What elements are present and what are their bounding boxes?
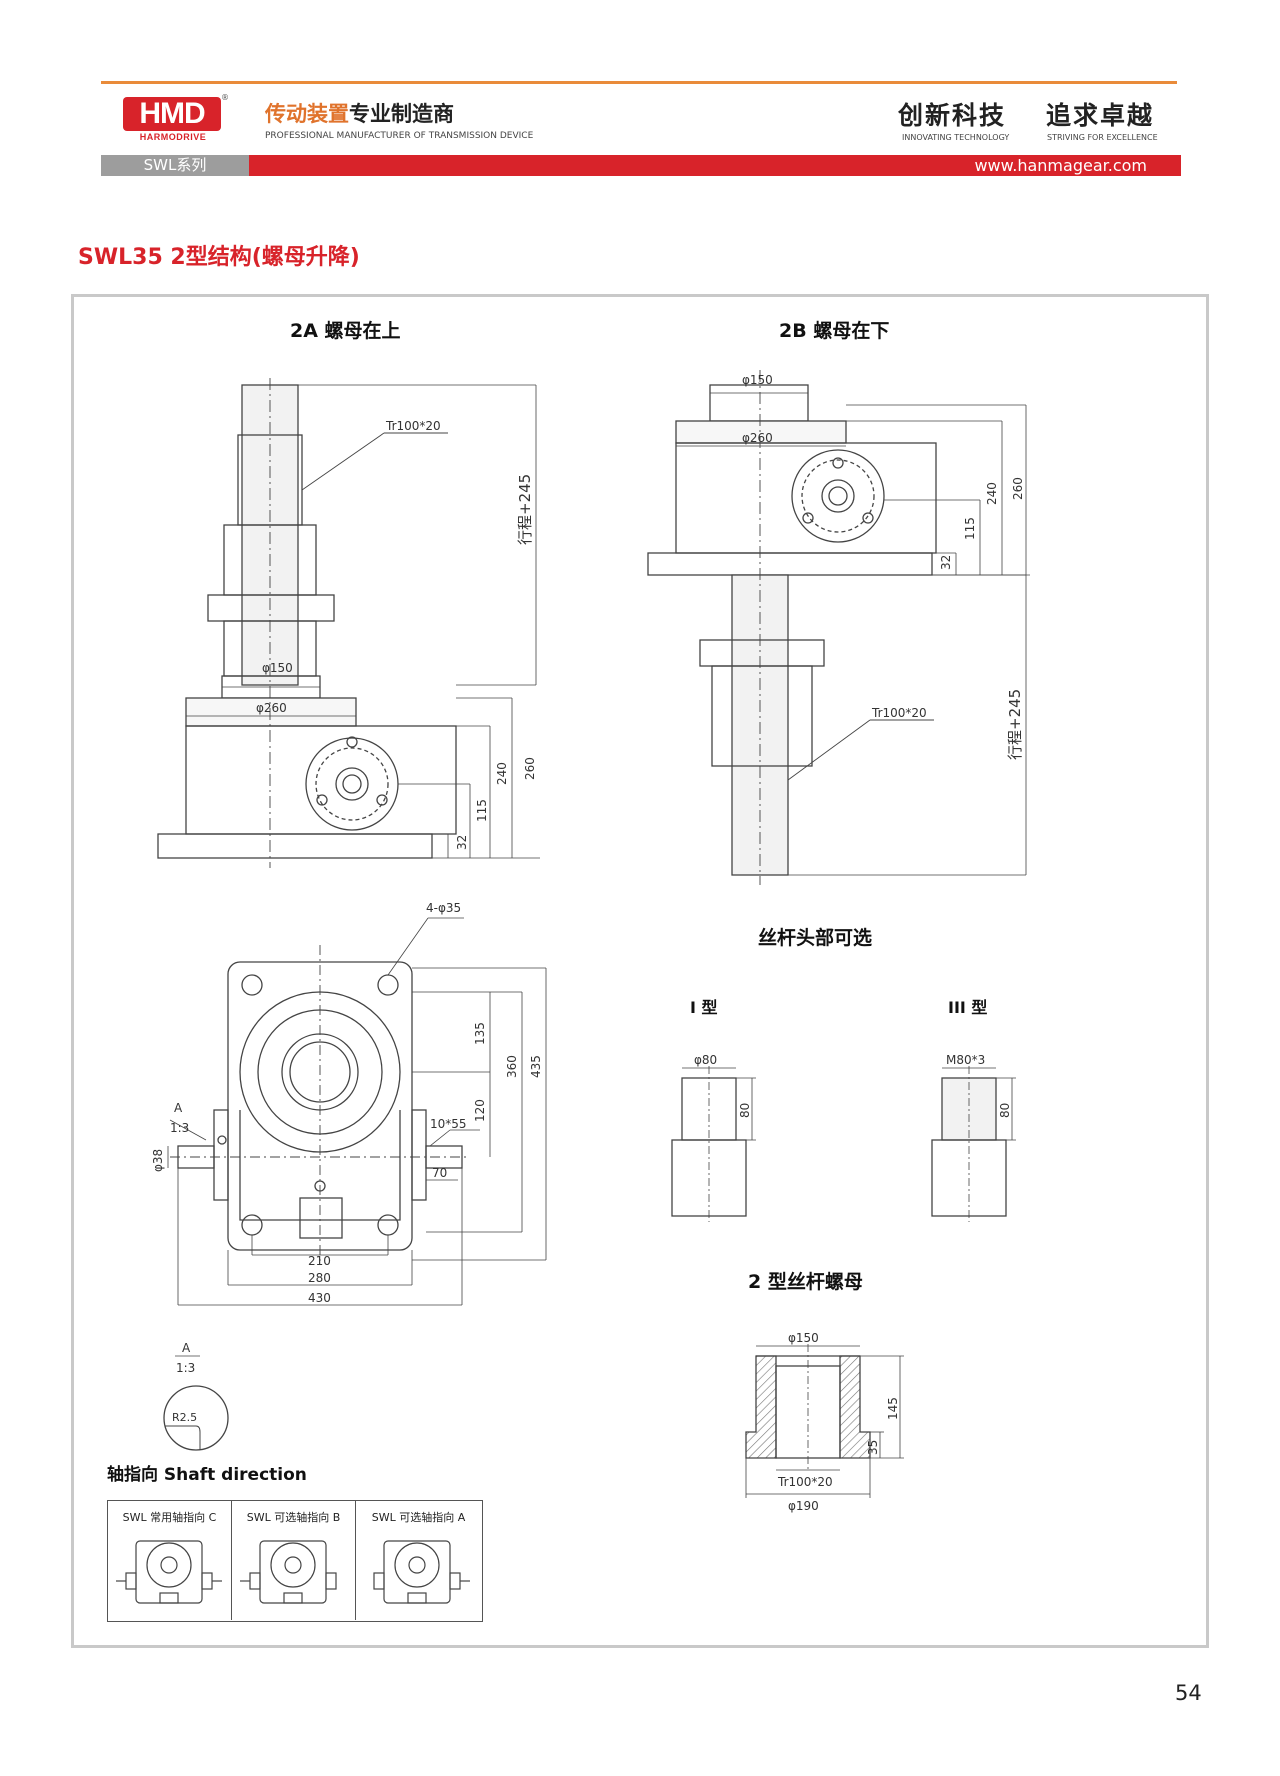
dim-key: 10*55 xyxy=(430,1117,467,1131)
motto-excellence: 追求卓越 xyxy=(1046,101,1155,130)
view-2b xyxy=(647,370,1030,885)
dim-top-a: A xyxy=(174,1101,183,1115)
view-top xyxy=(167,917,547,1306)
motto-excellence-en: STRIVING FOR EXCELLENCE xyxy=(1047,133,1158,142)
shaft-direction-table: SWL 常用轴指向 C SWL 可选轴指向 B SWL 可选轴指向 A xyxy=(107,1500,483,1622)
dim-2a-phi150: φ150 xyxy=(262,661,293,675)
dim-360: 360 xyxy=(505,1055,519,1078)
dim-210: 210 xyxy=(308,1254,331,1268)
shaft-cell-b: SWL 可选轴指向 B xyxy=(232,1501,356,1620)
dim-type-iii-80: 80 xyxy=(998,1103,1012,1118)
detail-a-radius: R2.5 xyxy=(172,1411,197,1424)
dim-2b-stroke: 行程+245 xyxy=(1006,689,1024,760)
dim-135: 135 xyxy=(473,1022,487,1045)
dim-type-i-phi80: φ80 xyxy=(694,1053,717,1067)
shaft-c-illustration xyxy=(116,1540,222,1604)
dim-phi38: φ38 xyxy=(151,1149,165,1172)
dim-2a-240: 240 xyxy=(495,762,509,785)
shaft-cell-a: SWL 可选轴指向 A xyxy=(356,1501,481,1620)
header-divider xyxy=(101,81,1177,84)
shaft-cell-c: SWL 常用轴指向 C xyxy=(108,1501,232,1620)
dim-nut-tr: Tr100*20 xyxy=(777,1475,833,1489)
dim-70: 70 xyxy=(432,1166,447,1180)
dim-2b-phi150: φ150 xyxy=(742,373,773,387)
detail-a-label: A xyxy=(182,1341,191,1355)
dim-2a-stroke: 行程+245 xyxy=(516,474,534,545)
dim-type-i-80: 80 xyxy=(738,1103,752,1118)
detail-a-scale: 1:3 xyxy=(176,1361,195,1375)
dim-2a-phi260: φ260 xyxy=(256,701,287,715)
series-tab: SWL系列 xyxy=(101,155,249,176)
logo-subtitle: HARMODRIVE xyxy=(139,132,207,142)
label-type-iii: III 型 xyxy=(948,998,988,1017)
dimension-labels: Tr100*20 φ150 φ260 行程+245 240 260 115 32… xyxy=(151,373,1025,1513)
website-link[interactable]: www.hanmagear.com xyxy=(249,155,1181,176)
drawing-frame xyxy=(71,294,1209,1648)
dim-2a-115: 115 xyxy=(475,799,489,822)
dim-2b-115: 115 xyxy=(963,517,977,540)
dim-holes: 4-φ35 xyxy=(426,901,461,915)
view-type-i xyxy=(671,1066,756,1222)
slogan-en: PROFESSIONAL MANUFACTURER OF TRANSMISSIO… xyxy=(265,131,534,141)
label-shaft-direction: 轴指向 Shaft direction xyxy=(107,1465,307,1485)
dim-2b-260: 260 xyxy=(1011,477,1025,500)
dim-2a-32: 32 xyxy=(455,835,469,850)
dim-type-iii-m80: M80*3 xyxy=(946,1053,985,1067)
logo-registered: ® xyxy=(221,93,229,102)
shaft-cell-a-label: SWL 可选轴指向 A xyxy=(371,1511,466,1524)
dim-2b-240: 240 xyxy=(985,482,999,505)
label-nut-type2: 2 型丝杆螺母 xyxy=(748,1271,863,1293)
motto-innovating: 创新科技 xyxy=(898,101,1007,130)
dim-2a-tr: Tr100*20 xyxy=(385,419,441,433)
motto-innovating-en: INNOVATING TECHNOLOGY xyxy=(902,133,1010,142)
dim-nut-phi150: φ150 xyxy=(788,1331,819,1345)
label-type-i: I 型 xyxy=(690,998,718,1017)
view-2a xyxy=(157,378,540,868)
shaft-cell-c-label: SWL 常用轴指向 C xyxy=(122,1511,217,1524)
label-head-options: 丝杆头部可选 xyxy=(758,927,873,949)
slogan-cn: 传动装置专业制造商 xyxy=(265,102,454,126)
dim-top-scale: 1:3 xyxy=(170,1121,189,1135)
shaft-cell-b-label: SWL 可选轴指向 B xyxy=(246,1511,341,1524)
view-detail-a xyxy=(163,1355,229,1451)
dim-nut-35: 35 xyxy=(866,1440,880,1455)
logo-mark: HMD xyxy=(123,97,221,131)
dim-430: 430 xyxy=(308,1291,331,1305)
dim-120: 120 xyxy=(473,1099,487,1122)
dim-nut-145: 145 xyxy=(886,1397,900,1420)
label-2a-nut-top: 2A 螺母在上 xyxy=(290,320,401,342)
dim-2a-260: 260 xyxy=(523,757,537,780)
dim-2b-phi260: φ260 xyxy=(742,431,773,445)
dim-nut-phi190: φ190 xyxy=(788,1499,819,1513)
shaft-b-illustration xyxy=(240,1540,337,1604)
dim-280: 280 xyxy=(308,1271,331,1285)
company-logo: HMD ® HARMODRIVE xyxy=(123,93,229,145)
dim-435: 435 xyxy=(529,1055,543,1078)
view-nut xyxy=(745,1344,904,1498)
dim-2b-32: 32 xyxy=(939,555,953,570)
page-number: 54 xyxy=(1175,1681,1202,1705)
label-2b-nut-bottom: 2B 螺母在下 xyxy=(779,320,890,342)
dim-2b-tr: Tr100*20 xyxy=(871,706,927,720)
shaft-a-illustration xyxy=(373,1540,470,1604)
page-title: SWL35 2型结构(螺母升降) xyxy=(78,245,360,270)
view-type-iii xyxy=(931,1066,1016,1222)
